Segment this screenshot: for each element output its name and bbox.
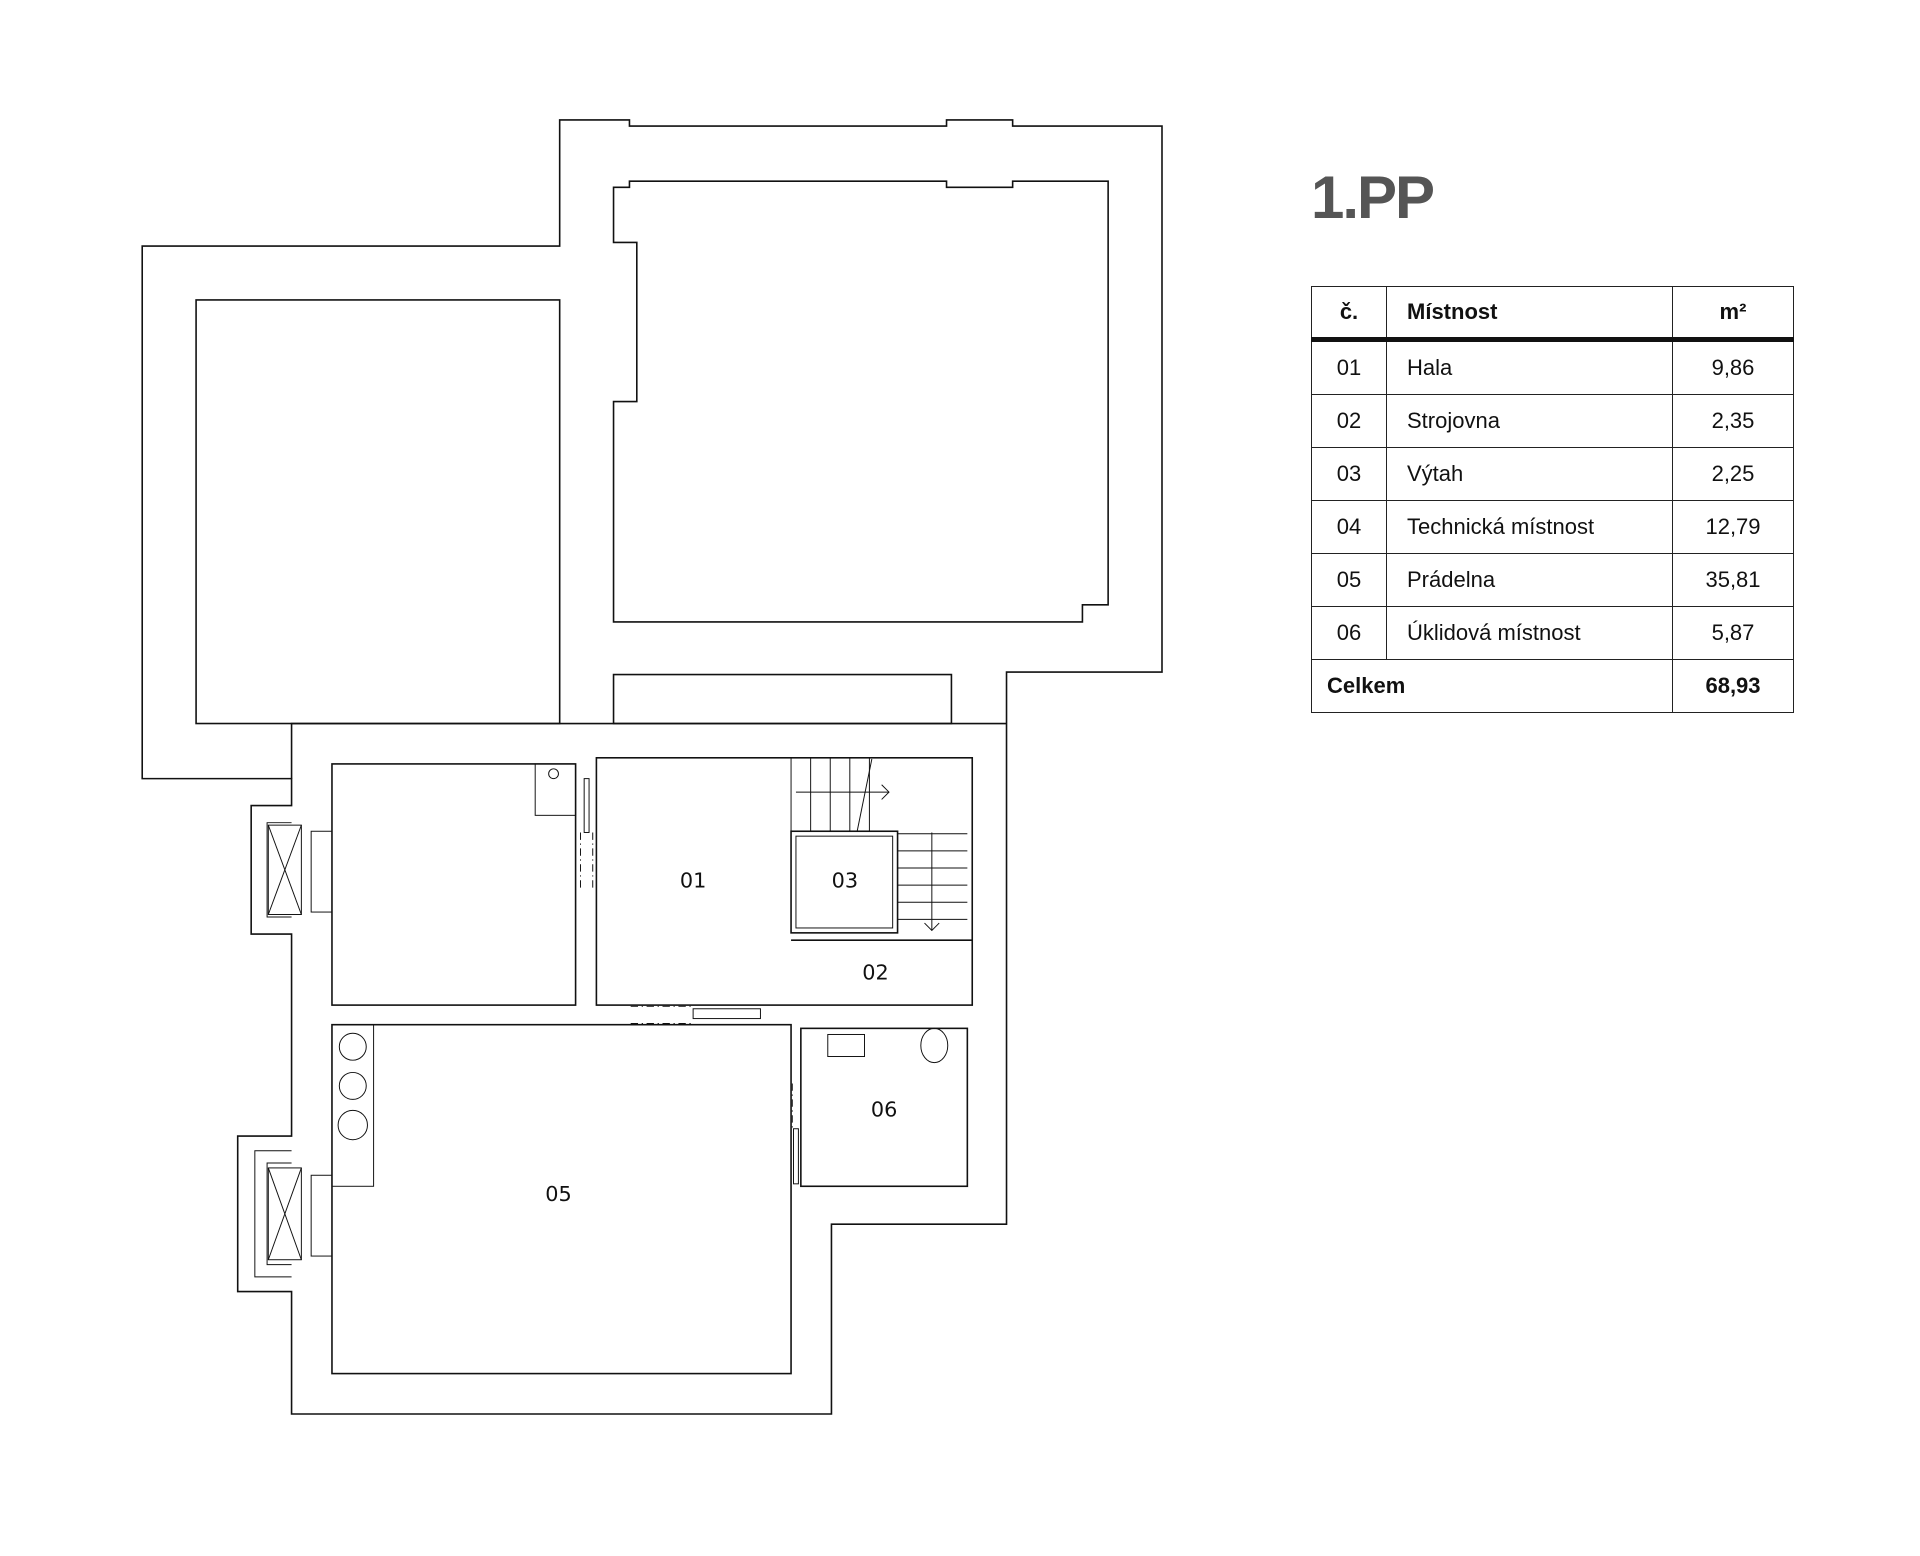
row-area: 12,79 [1672, 500, 1794, 554]
row-num: 04 [1311, 500, 1387, 554]
room-06 [800, 1027, 969, 1188]
sink-icon [337, 1109, 368, 1141]
room-01-02 [595, 757, 974, 1006]
row-room: Technická místnost [1386, 500, 1673, 554]
total-row: Celkem 68,93 [1311, 659, 1794, 713]
room-label-02: 02 [862, 960, 888, 984]
total-label: Celkem [1311, 659, 1673, 713]
row-area: 5,87 [1672, 606, 1794, 660]
row-room: Prádelna [1386, 553, 1673, 607]
elevator-03 [790, 830, 899, 934]
room-04 [331, 763, 577, 1006]
washer-icon [338, 1032, 367, 1061]
row-num: 06 [1311, 606, 1387, 660]
window-light-well-1 [267, 824, 302, 915]
toilet-icon [920, 1027, 949, 1064]
row-num: 05 [1311, 553, 1387, 607]
header-num: č. [1311, 286, 1387, 342]
row-room: Strojovna [1386, 394, 1673, 448]
row-num: 01 [1311, 339, 1387, 395]
dryer-icon [338, 1071, 367, 1100]
table-header: č. Místnost m² [1311, 286, 1794, 342]
fixtures [267, 824, 949, 1261]
rooms [331, 757, 974, 1375]
row-area: 35,81 [1672, 553, 1794, 607]
room-label-01: 01 [680, 868, 706, 892]
doors [579, 778, 799, 1185]
row-room: Výtah [1386, 447, 1673, 501]
floor-title: 1.PP [1311, 164, 1435, 231]
washer-column [331, 1024, 375, 1187]
room-label-05: 05 [545, 1182, 571, 1206]
washbasin-icon [827, 1033, 865, 1058]
window-light-well-2 [267, 1167, 302, 1261]
row-num: 03 [1311, 447, 1387, 501]
header-area: m² [1672, 286, 1794, 342]
header-room: Místnost [1386, 286, 1673, 342]
row-area: 2,25 [1672, 447, 1794, 501]
room-label-06: 06 [871, 1097, 897, 1121]
stairs [790, 757, 968, 932]
row-room: Úklidová místnost [1386, 606, 1673, 660]
row-num: 02 [1311, 394, 1387, 448]
row-area: 9,86 [1672, 339, 1794, 395]
walls [141, 119, 1163, 1415]
row-room: Hala [1386, 339, 1673, 395]
total-area: 68,93 [1672, 659, 1794, 713]
row-area: 2,35 [1672, 394, 1794, 448]
room-label-03: 03 [832, 868, 858, 892]
